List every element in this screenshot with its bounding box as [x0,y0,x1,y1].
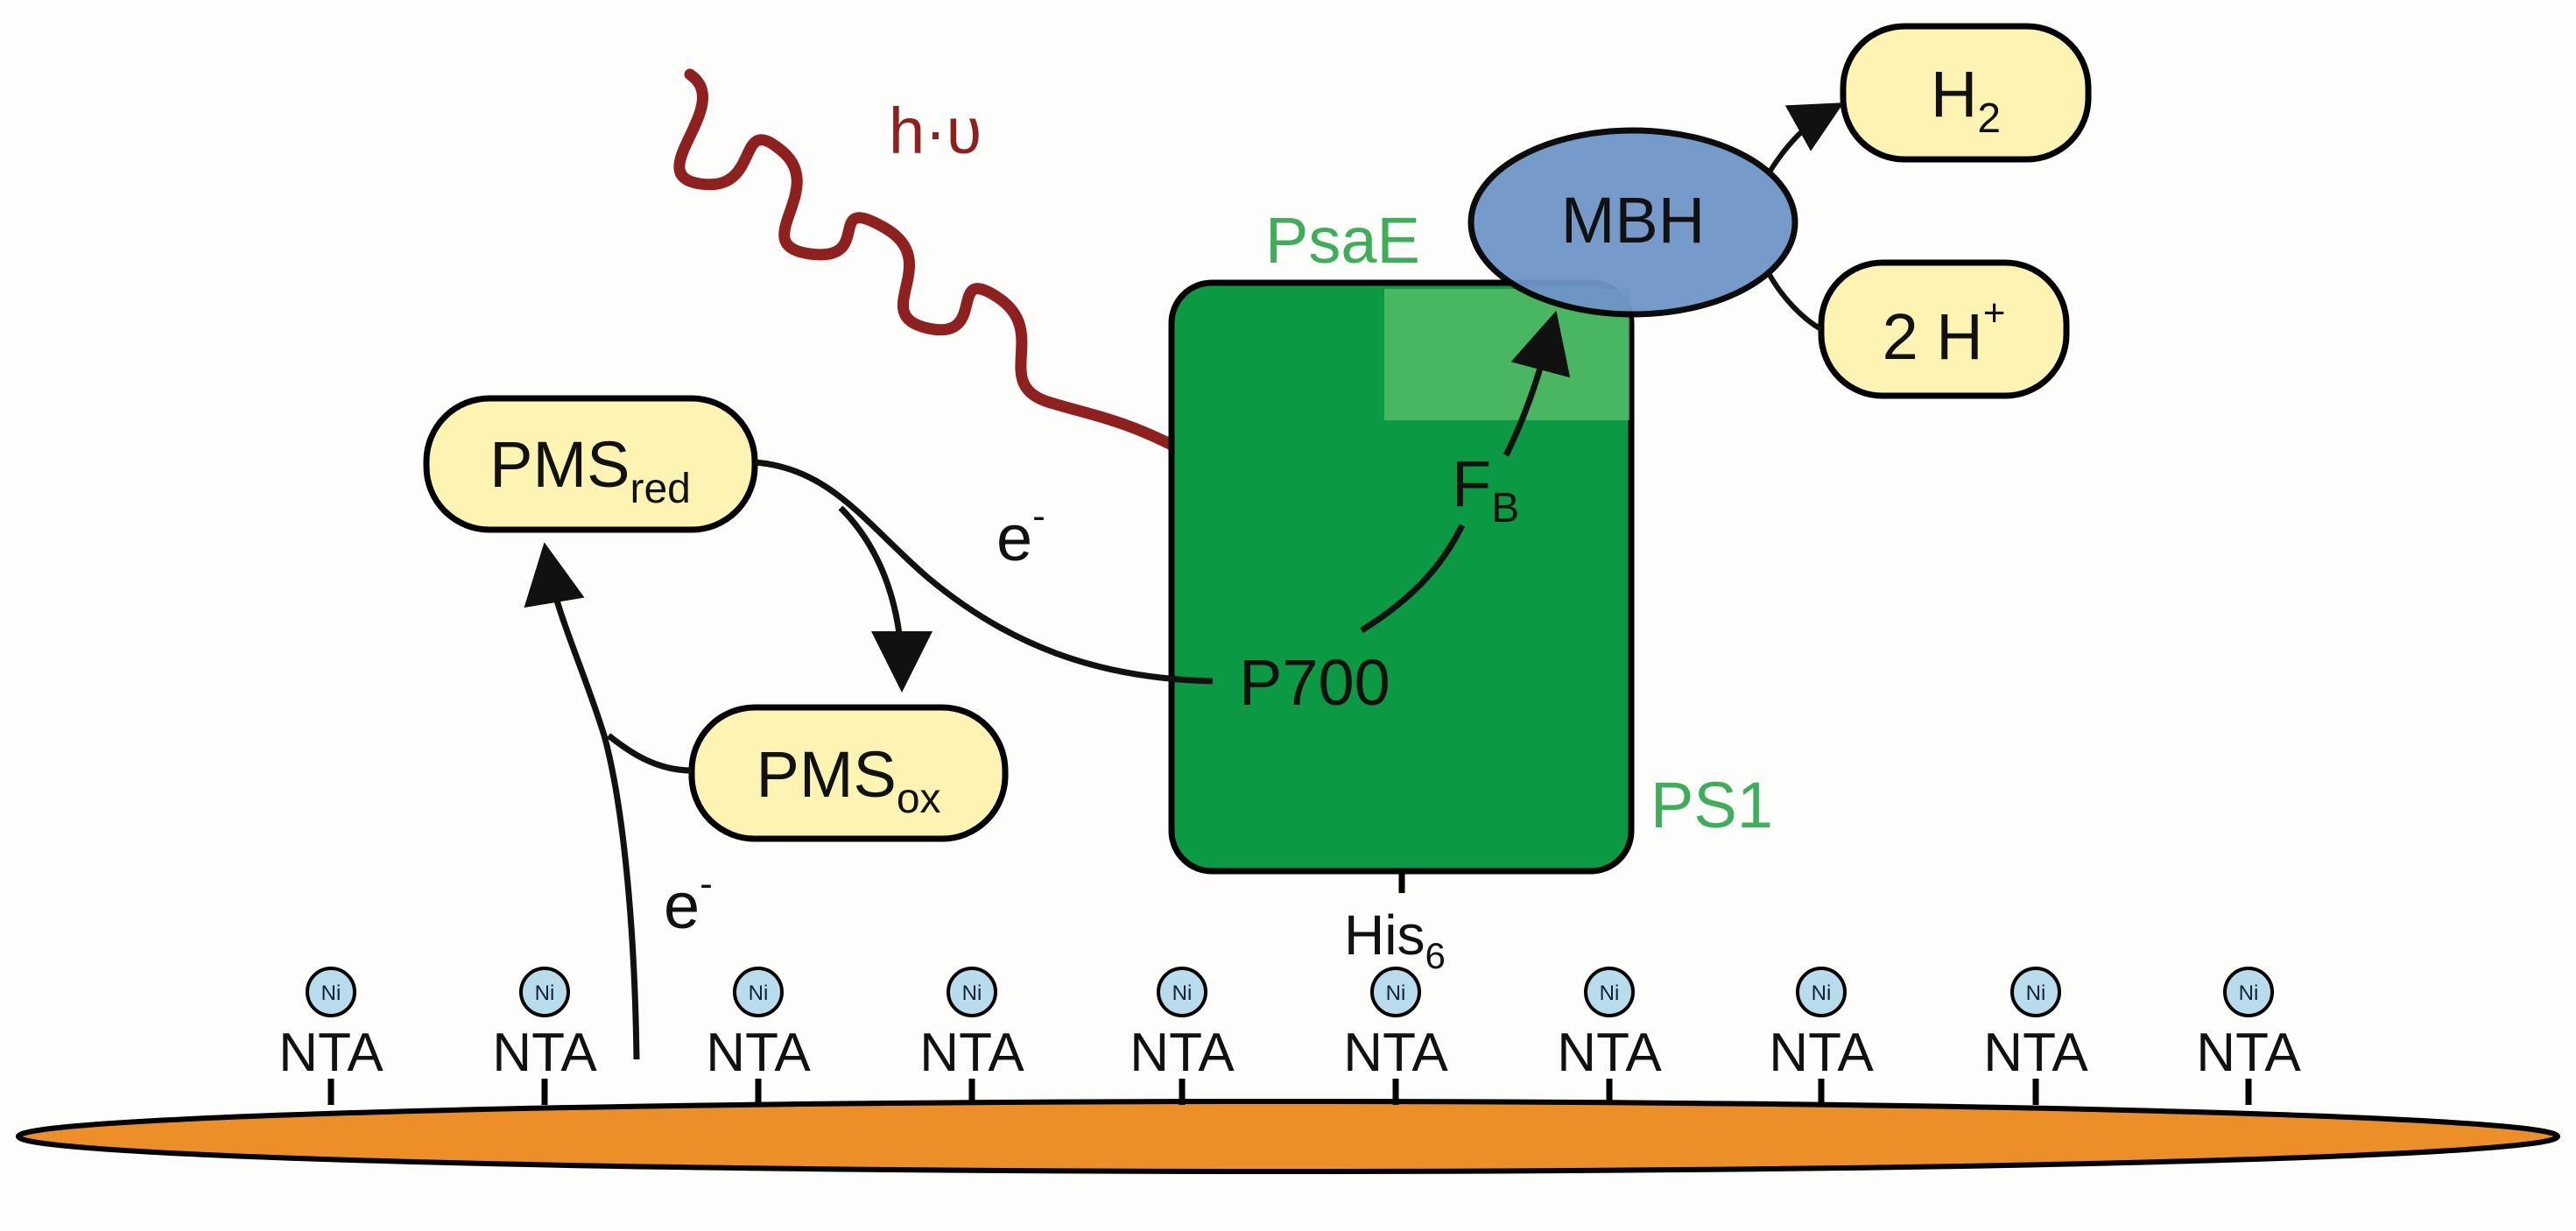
psaE-label: PsaE [1265,204,1420,277]
ni-ion-icon [2010,967,2061,1017]
ni-label: Ni [2239,981,2259,1005]
nta-label: NTA [706,1023,811,1083]
electrode-surface [16,1099,2560,1174]
light-wave [673,68,1214,470]
ni-ion-icon [1157,967,1207,1017]
his6-label: His6 [1344,904,1446,976]
p700-to-fb-curve [1360,524,1466,633]
h2-pill [1840,23,2092,163]
ni-label: Ni [321,981,341,1005]
p700-label: P700 [1239,646,1390,719]
electron-label-upper: e- [996,495,1045,574]
ni-ion-icon [1796,967,1847,1017]
nta-label: NTA [919,1023,1024,1083]
mbh-label: MBH [1561,184,1705,257]
protons-to-mbh-curve [1766,271,1823,332]
ni-ion-icon [947,967,997,1017]
mbh-enzyme [1467,127,1798,318]
mbh-to-h2-arrow [1766,102,1844,175]
ni-ion-icon [733,967,784,1017]
nta-label: NTA [492,1023,597,1083]
nta-label: NTA [278,1023,384,1083]
electrode-to-pms-red-arrow [524,542,640,1060]
fb-label: FB [1452,447,1519,531]
ni-label: Ni [1600,981,1620,1005]
ni-label: Ni [535,981,555,1005]
pms-red-to-p700-curve [754,459,1214,685]
ni-label: Ni [1172,981,1193,1005]
protons-label: 2 H+ [1883,292,2006,373]
pms-ox-label: PMSox [756,738,940,822]
h2-label: H2 [1931,58,2001,142]
ps1-label: PS1 [1650,769,1773,841]
ni-ion-icon [2223,967,2274,1017]
ni-label: Ni [2026,981,2046,1005]
ni-label: Ni [962,981,982,1005]
ni-label: Ni [1386,981,1406,1005]
pms-red-to-pms-ox-arrow [838,505,933,693]
ni-ion-icon [306,967,356,1017]
electron-label-lower: e- [664,862,713,942]
ni-label: Ni [1812,981,1832,1005]
ni-label: Ni [749,981,769,1005]
ni-ion-icon [1370,967,1421,1017]
nta-label: NTA [1343,1023,1448,1083]
nta-label: NTA [1769,1023,1874,1083]
nta-anchor-row: NiNTANiNTANiNTANiNTANiNTANiNTANiNTANiNTA… [278,967,2301,1105]
nta-label: NTA [1983,1023,2088,1083]
nta-label: NTA [1130,1023,1235,1083]
pms-red-label: PMSred [489,428,691,512]
ni-ion-icon [1584,967,1635,1017]
fb-to-mbh-arrow [1503,310,1571,457]
nta-label: NTA [2196,1023,2301,1083]
ni-ion-icon [519,967,570,1017]
pms-ox-to-junction-curve [606,733,693,774]
nta-label: NTA [1557,1023,1662,1083]
light-label: h·υ [889,95,982,167]
